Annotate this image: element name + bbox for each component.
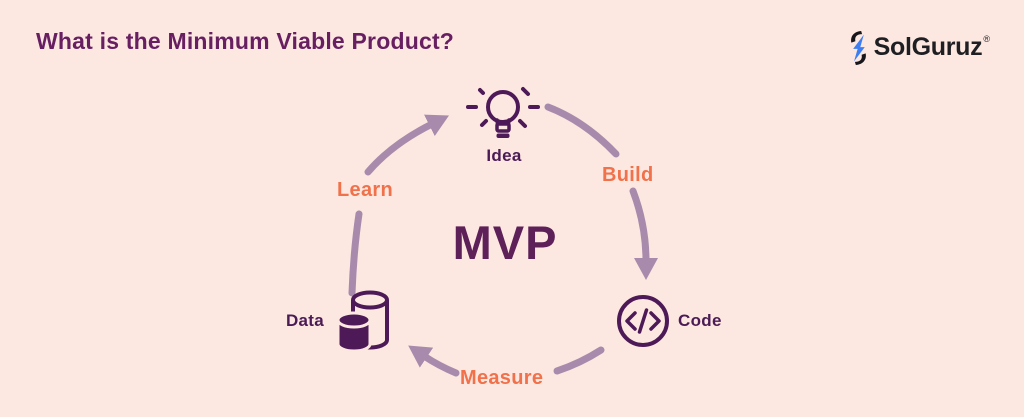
step-label-build: Build <box>602 164 654 186</box>
node-label-idea: Idea <box>486 146 522 165</box>
measure-arrow-tail <box>553 346 605 375</box>
database-icon <box>335 285 393 353</box>
code-brackets-icon <box>614 292 672 350</box>
mvp-center-label: MVP <box>452 216 558 269</box>
learn-arrow-head <box>364 114 449 176</box>
build-arrow-head <box>629 187 658 280</box>
step-label-learn: Learn <box>337 179 393 201</box>
solguruz-logo: SolGuruz ® <box>846 28 990 67</box>
node-label-data: Data <box>285 311 324 330</box>
node-label-code: Code <box>678 311 722 330</box>
solguruz-logo-text: SolGuruz <box>873 33 983 61</box>
step-label-measure: Measure <box>460 367 544 389</box>
page-title: What is the Minimum Viable Product? <box>36 28 455 54</box>
lightbulb-icon <box>463 80 545 146</box>
registered-trademark: ® <box>983 34 990 44</box>
measure-arrow-head <box>408 345 460 377</box>
build-arrow-tail <box>544 103 620 158</box>
learn-arrow-tail <box>348 210 363 297</box>
solguruz-logo-icon <box>846 29 871 67</box>
